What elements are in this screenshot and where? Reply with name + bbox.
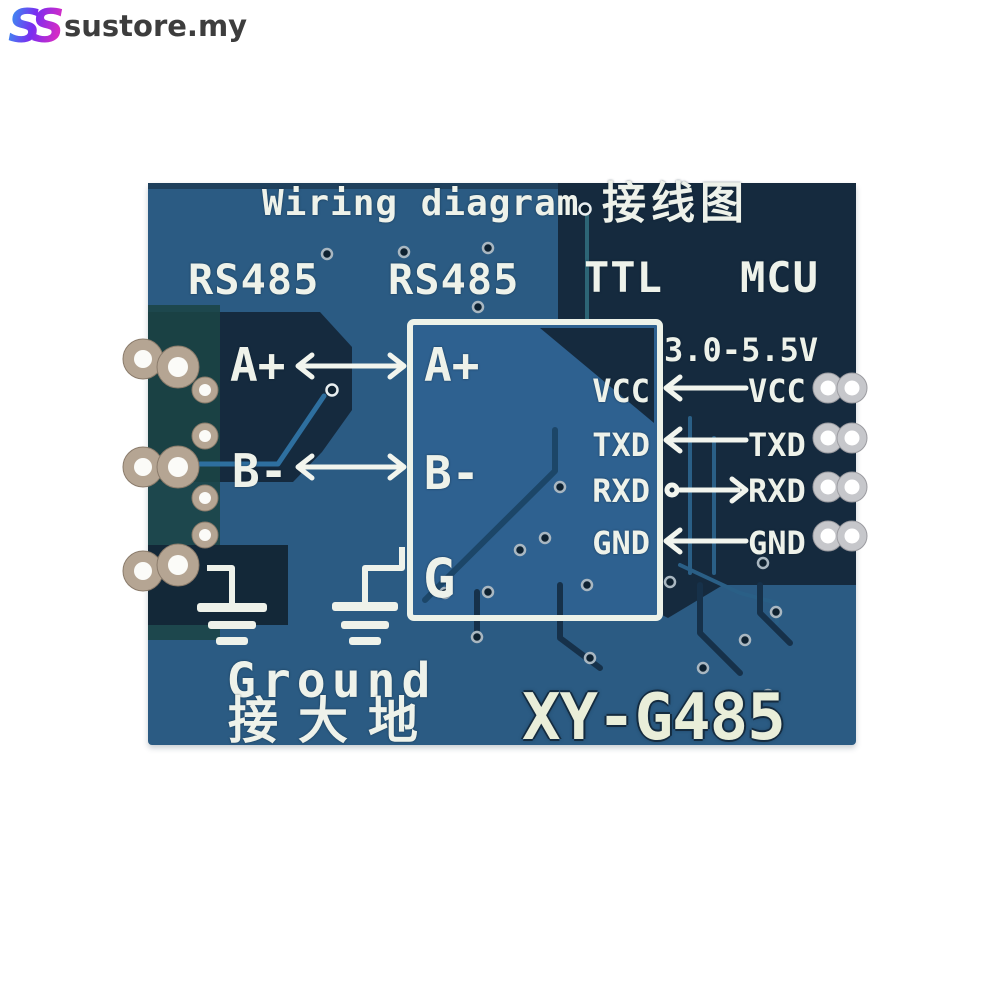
chip-box-border [407,319,663,621]
header-rs485-mid: RS485 [388,255,520,304]
header-rs485-left: RS485 [188,255,320,304]
via-dots [320,202,783,702]
pin-label-b-minus-left: B- [232,444,288,498]
vcc-arrow [663,374,749,402]
wiring-title-zh: 接线图 [602,178,749,229]
mcu-label-vcc: VCC [748,372,806,410]
brand-text: sustore.my [64,9,248,43]
mcu-header-pads [812,372,868,552]
model-label: XY-G485 [522,681,786,755]
header-ttl: TTL [584,253,663,302]
pcb-board [122,183,868,745]
pad-row-txd [812,422,868,454]
board-top-edge [148,183,856,189]
b-minus-arrow [295,453,407,481]
chip-label-a-plus: A+ [424,338,480,392]
chip-box-fill [410,322,660,618]
ground-symbol-left [197,565,267,645]
voltage-range-label: 3.0-5.5V [664,331,819,369]
chip-label-rxd: RXD [592,472,650,510]
txd-arrow [663,426,749,454]
rxd-arrow [664,476,749,504]
logo-ss-glyph: SS [8,2,62,52]
wiring-arrows [295,352,749,555]
ground-symbol-right [332,547,405,645]
pad-cluster-a [122,338,219,404]
pad-row-vcc [812,372,868,404]
rs485-solder-pads [122,338,219,592]
mcu-label-rxd: RXD [748,472,806,510]
a-plus-arrow [295,352,407,380]
header-mcu: MCU [740,253,819,302]
pad-cluster-b [122,422,219,512]
ground-label-zh: 接大地 [228,692,438,750]
mcu-label-gnd: GND [748,524,806,562]
sustore-logo-icon: SS [8,2,70,52]
pcb-artwork [122,183,868,702]
chip-label-txd: TXD [592,426,650,464]
pad-row-rxd [812,471,868,503]
gnd-arrow [663,527,749,555]
ground-label-en: Ground [227,653,437,709]
wiring-title-en: Wiring diagram [262,183,580,224]
chip-label-b-minus: B- [424,446,480,500]
pad-cluster-ground [122,521,219,592]
earth-ground-symbols [197,547,405,645]
pad-row-gnd [812,520,868,552]
chip-label-g: G [423,547,456,610]
pin-label-a-plus-left: A+ [230,338,286,392]
mcu-label-txd: TXD [748,426,806,464]
chip-label-gnd: GND [592,524,650,562]
chip-label-vcc: VCC [592,372,650,410]
